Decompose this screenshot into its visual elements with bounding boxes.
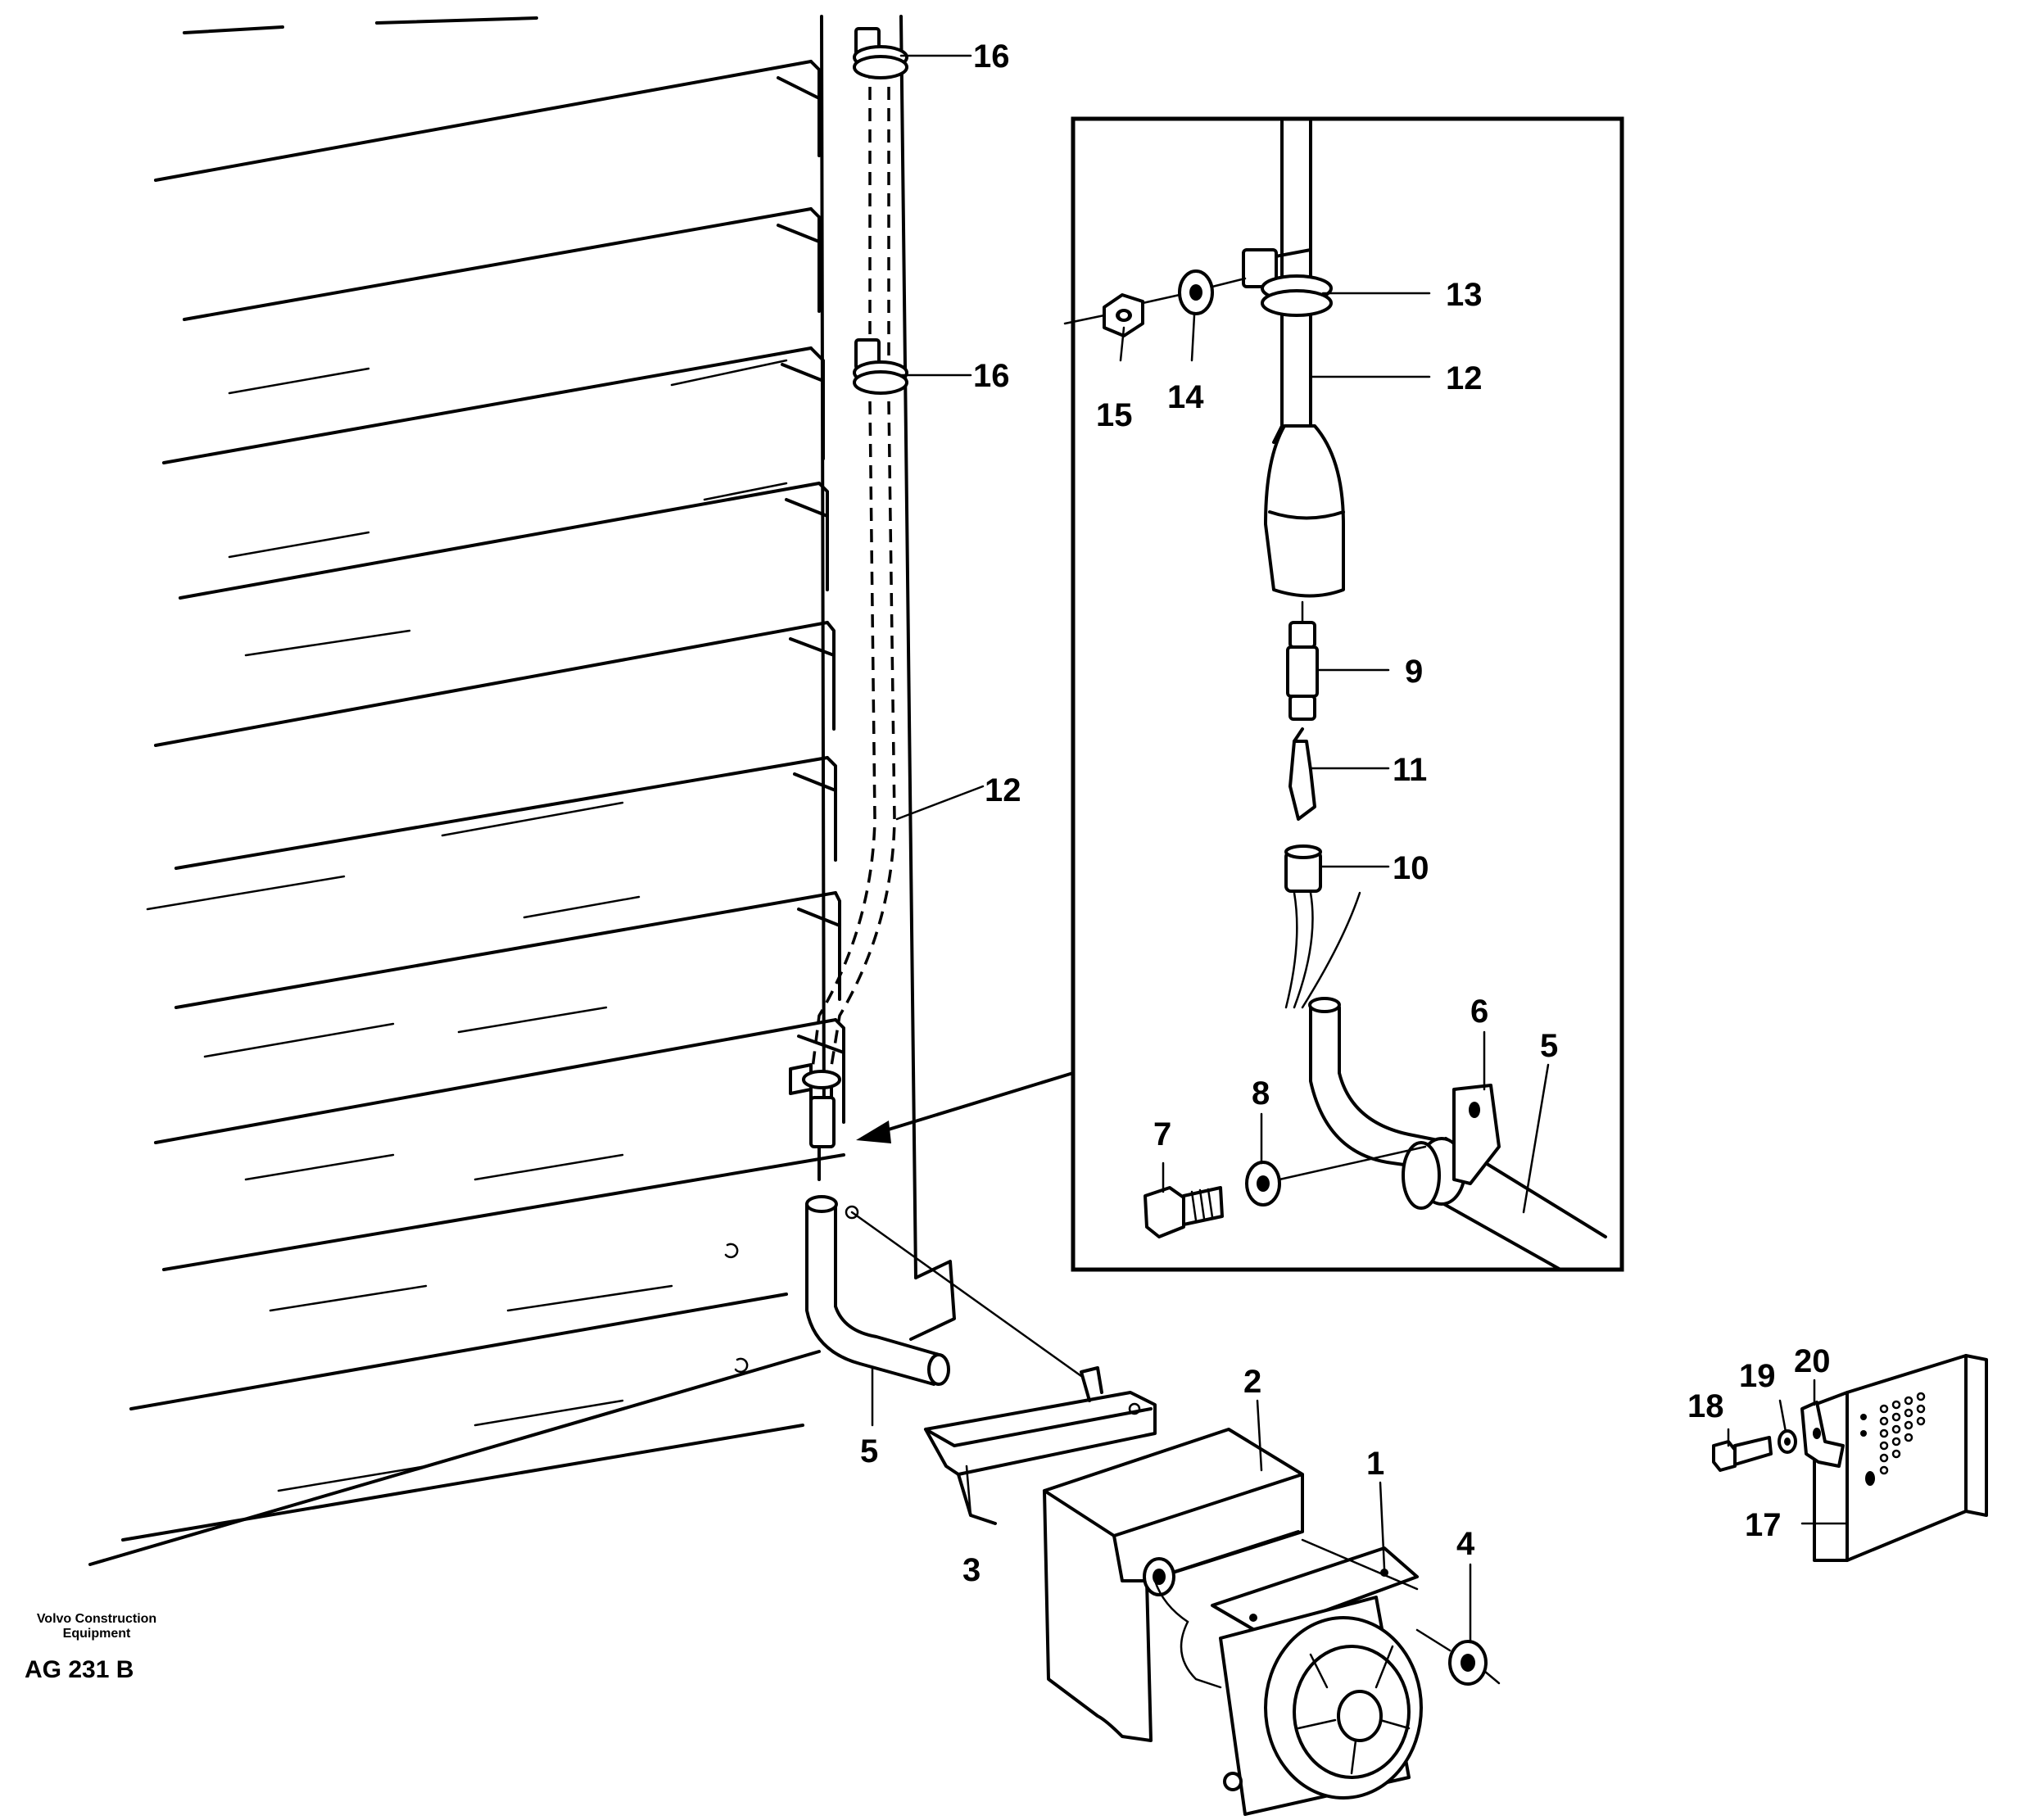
callout-13: 13 [1446, 277, 1483, 313]
washer [1141, 269, 1247, 315]
manufacturer-credit: Volvo Construction Equipment [23, 1612, 170, 1641]
callout-1: 1 [1366, 1446, 1384, 1482]
callout-18: 18 [1687, 1388, 1724, 1424]
callout-9: 9 [1405, 654, 1423, 690]
clip-upper [853, 27, 908, 79]
credit-line-2: Equipment [62, 1627, 131, 1641]
figure-code: AG 231 B [25, 1656, 134, 1683]
mounting-bracket [850, 1211, 1157, 1525]
leader-lines [871, 54, 1849, 1644]
callout-16-upper: 16 [973, 38, 1010, 75]
credit-line-1: Volvo Construction [36, 1612, 157, 1626]
callout-5-detail: 5 [1540, 1028, 1558, 1064]
washer [1245, 1145, 1427, 1207]
callout-8: 8 [1252, 1075, 1270, 1111]
callout-4: 4 [1456, 1526, 1475, 1562]
callout-15: 15 [1096, 397, 1133, 433]
lock-washer [1778, 1429, 1797, 1454]
bolt [1144, 1186, 1224, 1238]
nut [1063, 293, 1144, 337]
callout-17: 17 [1745, 1507, 1782, 1543]
backup-alarm-unit [1153, 1538, 1423, 1816]
callout-19: 19 [1739, 1358, 1776, 1394]
callout-labels: 16 16 12 5 13 12 15 14 9 11 10 6 5 7 8 2… [860, 38, 1831, 1588]
mounting-screw [1712, 1436, 1773, 1472]
radiator-grille [88, 15, 956, 1566]
cable-harness-main [789, 66, 950, 1386]
clip-middle [853, 338, 908, 395]
callout-7: 7 [1153, 1116, 1171, 1152]
callout-14: 14 [1167, 379, 1204, 415]
washer [1415, 1628, 1501, 1686]
callout-12-detail: 12 [1446, 360, 1483, 396]
callout-5-main: 5 [860, 1433, 878, 1469]
detail-pointer-arrow [856, 1071, 1075, 1143]
callout-12-main: 12 [985, 772, 1021, 808]
retaining-clip [1800, 1401, 1845, 1468]
guard-plate [1813, 1354, 1988, 1562]
callout-6: 6 [1470, 994, 1488, 1030]
detail-inset-box [1063, 116, 1624, 1272]
callout-3: 3 [962, 1552, 981, 1588]
protective-cover [1043, 1428, 1304, 1742]
callout-10: 10 [1393, 850, 1429, 886]
callout-11: 11 [1393, 752, 1427, 788]
callout-20: 20 [1794, 1343, 1831, 1379]
callout-2: 2 [1243, 1364, 1261, 1400]
callout-16-middle: 16 [973, 358, 1010, 394]
